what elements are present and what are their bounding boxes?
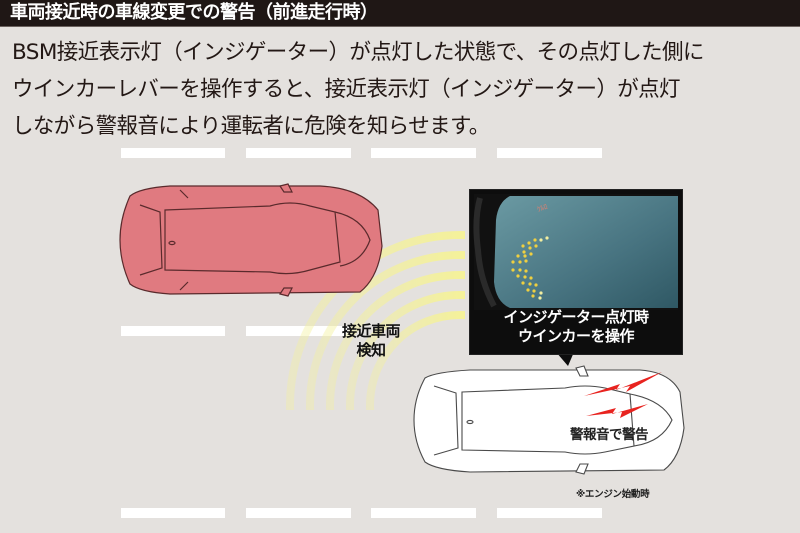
detection-label-line: 検知 [356,341,386,359]
description-line: しながら警報音により運転者に危険を知らせます。 [12,114,490,139]
warning-label: 警報音で警告 [570,427,649,443]
lane-marking [121,508,225,518]
lane-marking [246,148,351,158]
mirror-caption-line: インジゲーター点灯時 [503,308,649,326]
lane-marking [246,326,351,336]
header-bar: 車両接近時の車線変更での警告（前進走行時） [0,0,800,27]
chevron-indicator-icon [511,236,549,300]
mirror-logo: ｸﾙﾛ [536,203,549,214]
lane-marking [121,326,225,336]
side-mirror-callout: ｸﾙﾛ インジゲーター点灯時 ウインカーを操作 [469,189,683,355]
lane-marking [121,148,225,158]
side-mirror-icon: ｸﾙﾛ [473,194,678,310]
mirror-caption: インジゲーター点灯時 ウインカーを操作 [470,308,682,346]
mirror-caption-line: ウインカーを操作 [517,327,635,345]
lane-marking [246,508,351,518]
red-car-icon [119,183,383,297]
page-title: 車両接近時の車線変更での警告（前進走行時） [10,2,378,23]
detection-label: 接近車両 検知 [326,322,416,360]
description-line: BSM接近表示灯（インジゲーター）が点灯した状態で、その点灯した側に [12,40,704,65]
callout-pointer [556,352,574,366]
lane-marking [497,508,602,518]
lane-marking [371,508,476,518]
engine-note: ※エンジン始動時 [576,489,650,500]
radar-wave-icon [286,231,465,410]
description-line: ウインカーレバーを操作すると、接近表示灯（インジゲーター）が点灯 [12,77,681,102]
lane-marking [371,148,476,158]
description: BSM接近表示灯（インジゲーター）が点灯した状態で、その点灯した側に ウインカー… [12,34,800,145]
detection-label-line: 接近車両 [341,322,401,340]
lane-marking [497,148,602,158]
white-car-icon [413,365,685,475]
lightning-bolt-icon [584,372,662,418]
